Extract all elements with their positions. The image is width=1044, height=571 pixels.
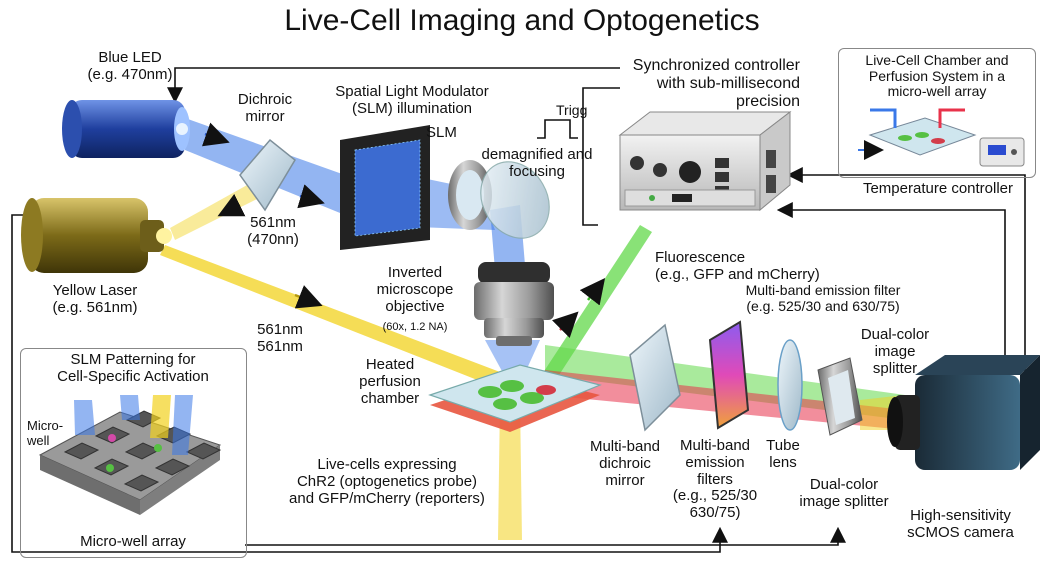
- camera-label: High-sensitivity sCMOS camera: [907, 507, 1014, 541]
- multiband-dichroic-label: Multi-band dichroic mirror: [589, 438, 661, 489]
- controller-to-led-line: [167, 67, 620, 104]
- splitter: [817, 357, 863, 436]
- controller-to-slm-line: [582, 87, 620, 226]
- yellow-beam-down: [498, 400, 522, 540]
- controller-label: Synchronized controller with sub-millise…: [632, 57, 800, 110]
- heated-chamber: [428, 364, 602, 432]
- slm-device: [340, 125, 430, 250]
- dual-color-top-label: Dual-color image splitter: [860, 326, 930, 377]
- multiband-dichroic: [629, 323, 681, 432]
- controller-box: [618, 110, 792, 212]
- beams: [160, 118, 905, 540]
- live-cells-label: Live-cells expressing ChR2 (optogenetics…: [289, 456, 485, 507]
- chamber-inset-box: [838, 48, 1036, 178]
- blue-led: [62, 100, 190, 158]
- heated-chamber-label: Heated perfusion chamber: [359, 356, 421, 407]
- emission-filter: [708, 320, 750, 430]
- slm-inset-art: [38, 395, 222, 515]
- demagnified-label: demagnified and focusing: [481, 146, 593, 180]
- micro-well-label: Micro- well: [27, 418, 64, 448]
- trigger-pulse: [537, 119, 578, 139]
- tube-lens-label: Tube lens: [766, 437, 800, 471]
- chamber-inset-title: Live-Cell Chamber and Perfusion System i…: [865, 52, 1009, 100]
- objective-label: Inverted microscope objective: [376, 264, 454, 315]
- dichroic-wavelength-label: 561nm (470nn): [247, 214, 299, 248]
- slm-illumination-label: Spatial Light Modulator (SLM) illuminati…: [335, 83, 489, 117]
- focusing-lens: [448, 160, 550, 239]
- dual-color-bottom-label: Dual-color image splitter: [799, 476, 889, 510]
- tube-lens-shape: [777, 339, 803, 431]
- chamber-inset-art: [858, 108, 1025, 167]
- laser-wavelength-label: 561nm 561nm: [257, 321, 303, 355]
- emission-filters-bottom-label: Multi-band emission filters (e.g., 525/3…: [672, 437, 758, 522]
- micro-well-array-label: Micro-well array: [80, 533, 186, 550]
- temperature-controller-label: Temperature controller: [862, 180, 1014, 197]
- slm-inset-box: [20, 348, 247, 558]
- dichroic-mirror: [239, 138, 296, 212]
- slm-label: SLM: [426, 124, 457, 141]
- objective-specs-label: (60x, 1.2 NA): [382, 321, 448, 333]
- fluorescence-label: Fluorescence (e.g., GFP and mCherry): [655, 249, 820, 283]
- dichroic-mirror-label: Dichroic mirror: [237, 91, 293, 125]
- yellow-laser-label: Yellow Laser (e.g. 561nm): [52, 282, 138, 316]
- yellow-beam-laser: [160, 245, 500, 385]
- bottom-arrow-splitter: [245, 526, 846, 546]
- camera: [887, 355, 1040, 470]
- page-title: Live-Cell Imaging and Optogenetics: [284, 4, 760, 37]
- emission-filter-top-label: Multi-band emission filter (e.g. 525/30 …: [745, 282, 901, 314]
- slm-inset-title: SLM Patterning for Cell-Specific Activat…: [57, 351, 209, 385]
- objective: [474, 262, 554, 346]
- trigger-label: Trigg: [556, 102, 588, 118]
- yellow-laser: [21, 198, 172, 273]
- blue-led-label: Blue LED (e.g. 470nm): [87, 49, 173, 83]
